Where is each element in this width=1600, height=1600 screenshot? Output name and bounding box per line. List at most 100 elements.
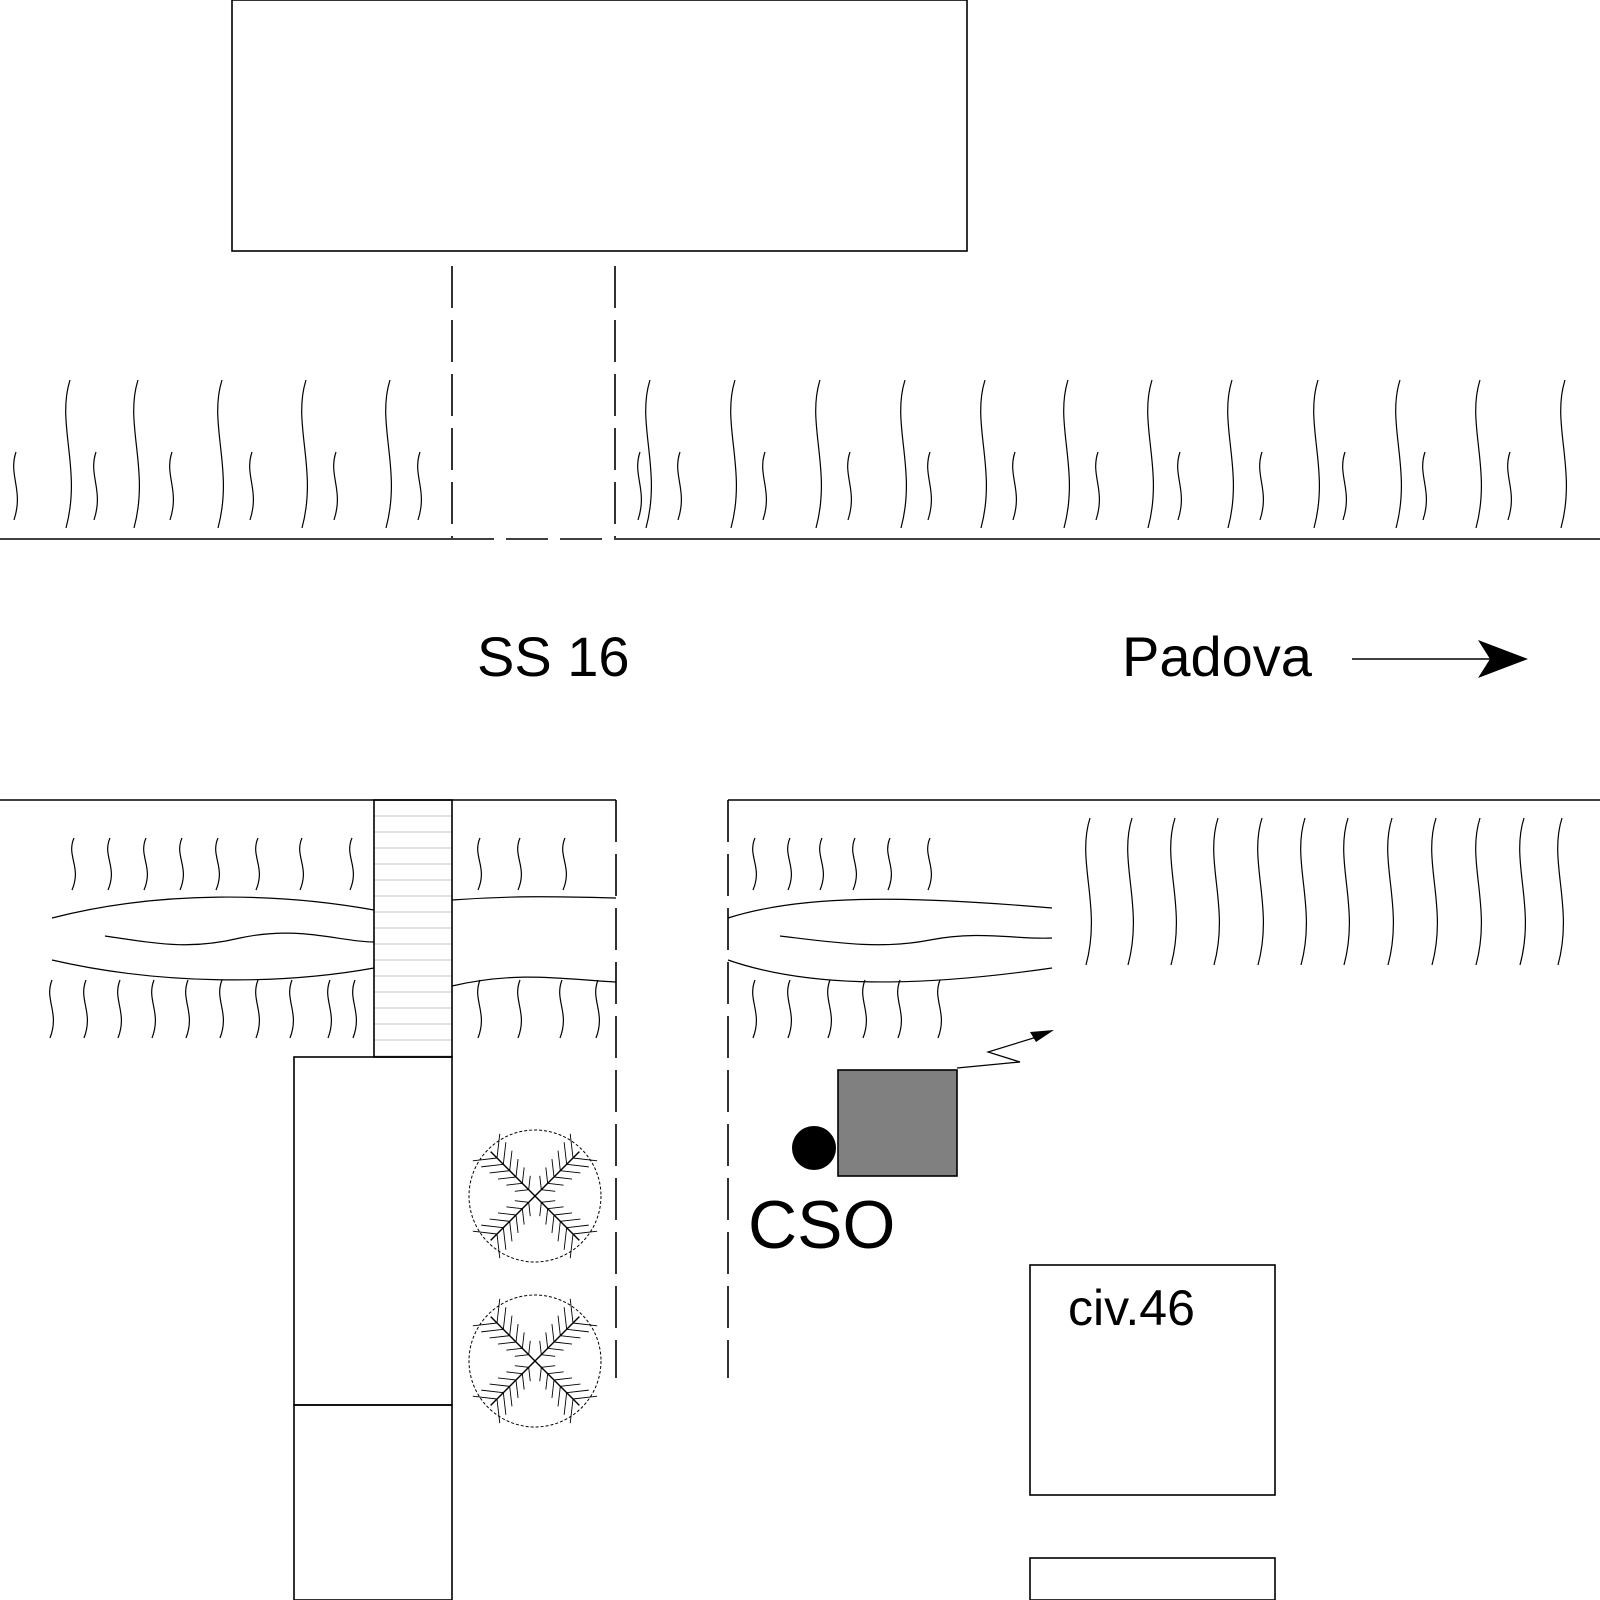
grass-stroke	[819, 837, 824, 891]
grass-stroke	[1395, 379, 1402, 529]
tree-twig	[563, 1142, 568, 1165]
grass-stroke	[677, 451, 682, 521]
grass-stroke	[562, 837, 567, 891]
grass-stroke	[1507, 451, 1512, 521]
tree-twig	[515, 1323, 519, 1343]
tree-twig	[502, 1392, 507, 1415]
grass-stroke	[417, 451, 422, 521]
tree-twig	[560, 1170, 581, 1174]
tree-twig	[563, 1392, 568, 1415]
grass-stroke	[517, 837, 522, 891]
tree-twig	[569, 1133, 574, 1159]
tree-symbol-icon	[468, 1129, 602, 1263]
tree-branch	[490, 1316, 536, 1362]
grass-stroke	[133, 379, 140, 529]
grass-stroke	[249, 451, 254, 521]
tree-twig	[521, 1373, 525, 1390]
tree-twig	[539, 1175, 542, 1190]
tree-twig	[472, 1395, 498, 1400]
grass-stroke	[215, 837, 220, 891]
tree-twig	[545, 1373, 549, 1390]
tree-twig	[515, 1158, 519, 1178]
grass-stroke	[352, 979, 357, 1039]
tree-twig	[489, 1335, 510, 1339]
tree-twig	[545, 1332, 549, 1349]
tree-twig	[515, 1379, 519, 1399]
tree-twig	[521, 1332, 525, 1349]
grass-stroke	[169, 451, 174, 521]
tree-twig	[472, 1230, 498, 1235]
grass-stroke	[1085, 817, 1092, 966]
tree-twig	[481, 1224, 504, 1229]
grass-stroke	[301, 379, 308, 529]
tree-twig	[481, 1328, 504, 1333]
tree-twig	[545, 1208, 549, 1225]
grass-stroke	[107, 837, 112, 891]
canal-left	[51, 896, 617, 987]
grass-stroke	[752, 837, 757, 891]
grass-stroke	[927, 451, 932, 521]
grass-stroke	[1313, 379, 1320, 529]
grass-stroke	[49, 979, 54, 1039]
tree-twig	[514, 1365, 529, 1368]
tree-twig	[572, 1230, 598, 1235]
tree-twig	[541, 1200, 556, 1203]
tree-twig	[572, 1157, 598, 1162]
grass-stroke	[477, 837, 482, 891]
tree-twig	[514, 1354, 529, 1357]
tree-twig	[514, 1189, 529, 1192]
tree-twig	[557, 1315, 561, 1336]
grass-stroke	[637, 451, 642, 521]
grass-stroke	[852, 837, 857, 891]
building-small-bottom	[1029, 1557, 1276, 1600]
grass-stroke	[143, 837, 148, 891]
tree-twig	[496, 1398, 501, 1424]
tree-twig	[521, 1167, 525, 1184]
tree-twig	[528, 1202, 531, 1217]
grass-stroke	[255, 837, 260, 891]
tree-twig	[572, 1322, 598, 1327]
tree-twig	[541, 1189, 556, 1192]
grass-stroke	[1343, 817, 1350, 966]
tree-twig	[553, 1176, 573, 1180]
grass-stroke	[1127, 817, 1134, 966]
grass-stroke	[900, 379, 907, 529]
tree-twig	[553, 1341, 573, 1345]
tree-twig	[506, 1347, 523, 1351]
grass-stroke	[1012, 451, 1017, 521]
grass-stroke	[897, 979, 902, 1039]
grass-stroke	[219, 979, 224, 1039]
tree-twig	[509, 1315, 513, 1336]
tree-twig	[551, 1379, 555, 1399]
tree-twig	[502, 1142, 507, 1165]
building-top	[231, 0, 968, 252]
tree-twig	[545, 1167, 549, 1184]
tree-twig	[569, 1398, 574, 1424]
grass-stroke	[255, 979, 260, 1039]
grass-stroke	[179, 837, 184, 891]
tree-twig	[506, 1206, 523, 1210]
station-box	[837, 1069, 958, 1177]
grass-stroke	[595, 979, 600, 1039]
tree-branch	[534, 1195, 580, 1241]
tree-twig	[528, 1367, 531, 1382]
grass-stroke	[1257, 817, 1264, 966]
lightning-arrow-icon	[956, 1030, 1054, 1069]
tree-twig	[496, 1233, 501, 1259]
tree-branch	[534, 1151, 580, 1197]
grass-stroke	[83, 979, 88, 1039]
grass-stroke	[1300, 817, 1307, 966]
tree-twig	[547, 1182, 564, 1186]
grass-stroke	[1475, 817, 1482, 966]
tree-twig	[566, 1389, 589, 1394]
grass-stroke	[327, 979, 332, 1039]
tree-twig	[551, 1158, 555, 1178]
tree-branch	[490, 1195, 536, 1241]
grass-stroke	[1560, 379, 1567, 529]
grass-stroke	[752, 979, 757, 1039]
building-left-lower	[293, 1404, 453, 1600]
building-civ46	[1029, 1264, 1276, 1496]
station-label: CSO	[748, 1187, 895, 1263]
tree-twig	[572, 1395, 598, 1400]
